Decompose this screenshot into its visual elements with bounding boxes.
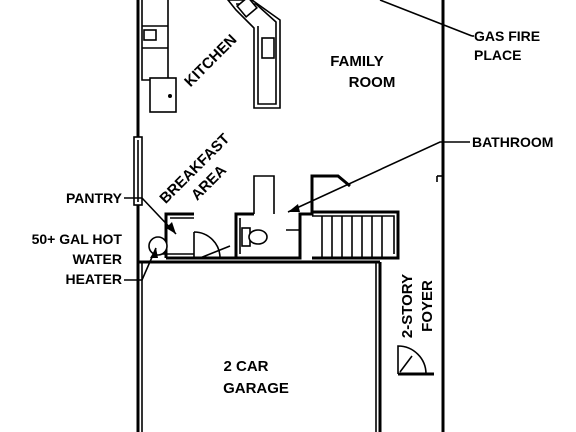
water-heater-line-2: WATER (72, 251, 122, 267)
callout-pantry: PANTRY (66, 190, 123, 206)
front-door (397, 345, 434, 376)
room-label-kitchen: KITCHEN (181, 31, 240, 90)
foyer-line-2: FOYER (419, 280, 436, 332)
kitchen-cabinets (141, 0, 281, 113)
gas-fireplace-line-1: GAS FIRE (474, 28, 540, 44)
staircase (300, 210, 400, 264)
room-label-foyer: 2-STORY FOYER (399, 274, 436, 338)
room-label-garage: 2 CAR GARAGE (223, 358, 289, 397)
callout-gas-fireplace: GAS FIRE PLACE (474, 28, 540, 63)
garage-line-1: 2 CAR (223, 358, 268, 375)
water-heater-line-1: 50+ GAL HOT (32, 231, 123, 247)
foyer-line-1: 2-STORY (399, 274, 416, 338)
callout-water-heater: 50+ GAL HOT WATER HEATER (32, 231, 123, 287)
callout-bathroom: BATHROOM (472, 134, 553, 150)
interior-walls (148, 174, 351, 260)
garage-line-2: GARAGE (223, 380, 289, 397)
gas-fireplace-line-2: PLACE (474, 47, 521, 63)
family-room-line-1: FAMILY (330, 53, 384, 70)
water-heater-line-3: HEATER (65, 271, 122, 287)
room-label-family-room: FAMILY ROOM (330, 53, 395, 91)
callout-leaders (124, 0, 474, 281)
room-label-breakfast-area: BREAKFAST AREA (156, 130, 233, 207)
family-room-line-2: ROOM (349, 74, 396, 91)
exterior-walls (133, 0, 445, 432)
garage-walls (138, 260, 300, 432)
